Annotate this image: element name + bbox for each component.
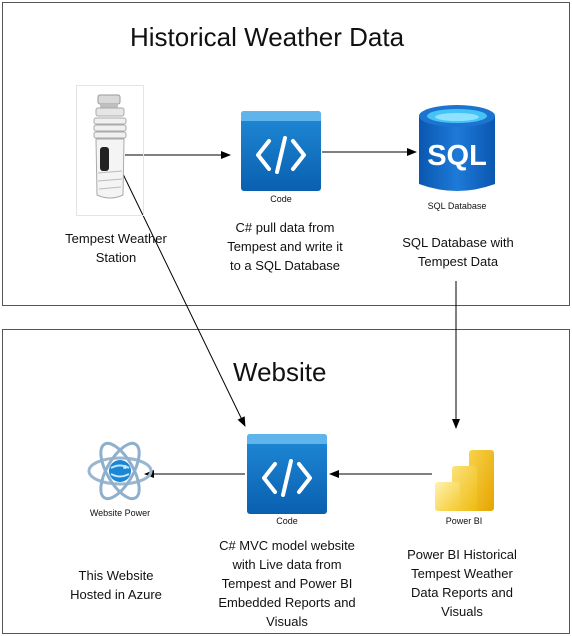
code-caption-line: C# pull data from [235, 220, 335, 235]
panel-title-historical: Historical Weather Data [130, 22, 405, 52]
website-code-caption-line: Tempest and Power BI [221, 576, 353, 591]
code-caption: C# pull data from Tempest and write it t… [205, 218, 365, 275]
arrow-station-to-website-code [121, 171, 246, 427]
website-power-icon [84, 437, 156, 505]
website-code-caption-line: C# MVC model website [219, 538, 355, 553]
powerbi-caption: Power BI Historical Tempest Weather Data… [392, 545, 532, 621]
weather-station-icon [76, 85, 144, 216]
station-caption-line: Station [95, 250, 137, 265]
powerbi-caption-line: Visuals [441, 604, 483, 619]
sql-caption: SQL Database with Tempest Data [388, 233, 528, 271]
sql-caption-line: Tempest Data [417, 254, 499, 269]
website-code-caption-line: with Live data from [232, 557, 342, 572]
historical-data-panel [2, 2, 570, 306]
website-code-caption: C# MVC model website with Live data from… [192, 536, 382, 631]
station-caption-line: Tempest Weather [65, 231, 167, 246]
powerbi-caption-line: Power BI Historical [407, 547, 517, 562]
website-code-label: Code [276, 516, 298, 526]
website-label: Website Power [89, 508, 151, 518]
sql-label: SQL Database [427, 201, 487, 211]
code-icon [241, 111, 321, 191]
website-caption: This Website Hosted in Azure [46, 566, 186, 604]
power-bi-icon [430, 447, 498, 513]
station-caption: Tempest Weather Station [46, 229, 186, 267]
code-label: Code [270, 194, 292, 204]
powerbi-caption-line: Data Reports and [411, 585, 513, 600]
website-panel [2, 329, 570, 634]
website-code-caption-line: Visuals [266, 614, 308, 629]
code-icon [247, 434, 327, 514]
powerbi-label: Power BI [445, 516, 483, 526]
website-caption-line: Hosted in Azure [70, 587, 162, 602]
panel-title-website: Website [233, 357, 327, 387]
code-caption-line: Tempest and write it [227, 239, 343, 254]
sql-caption-line: SQL Database with [402, 235, 514, 250]
powerbi-caption-line: Tempest Weather [411, 566, 513, 581]
code-caption-line: to a SQL Database [229, 258, 341, 273]
sql-database-icon: SQL [417, 102, 497, 198]
website-caption-line: This Website [78, 568, 154, 583]
sql-icon-text: SQL [427, 140, 487, 172]
website-code-caption-line: Embedded Reports and [218, 595, 356, 610]
